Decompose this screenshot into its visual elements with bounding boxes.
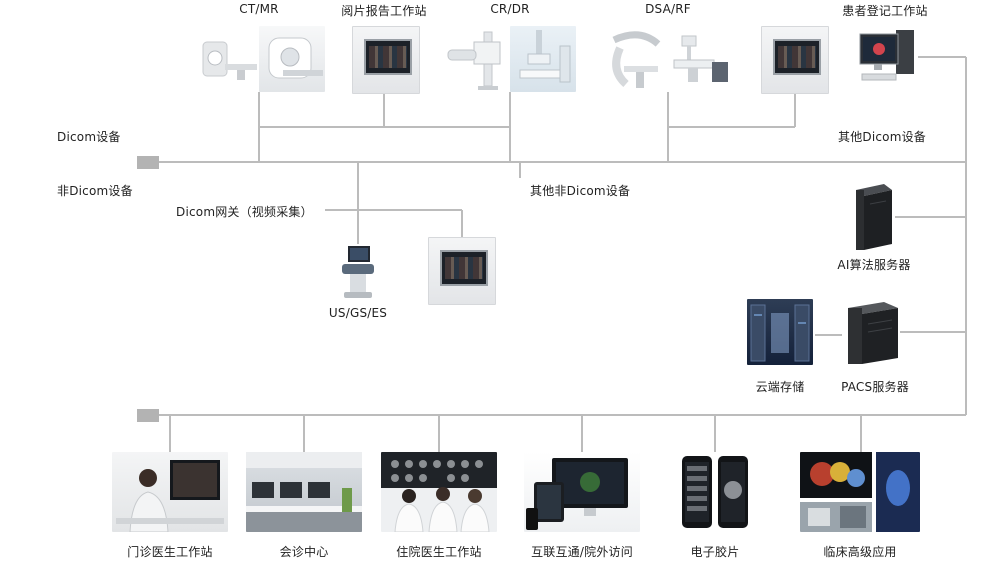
dicom-bus-stub	[137, 156, 159, 169]
client-label-2: 会诊中心	[279, 545, 329, 559]
mr-scanner-icon	[259, 26, 325, 92]
other-dicom-label: 其他Dicom设备	[838, 130, 927, 144]
ct-mr-label: CT/MR	[239, 2, 279, 16]
other-non-dicom-label: 其他非Dicom设备	[530, 184, 631, 198]
cloud-storage-label: 云端存储	[755, 380, 805, 394]
ultrasound-label: US/GS/ES	[328, 306, 388, 320]
dr-room-icon	[510, 26, 576, 92]
ai-server-icon	[850, 182, 896, 252]
dr-stand-icon	[444, 26, 510, 92]
dsa-workstation-icon	[761, 26, 829, 94]
client-label-5: 电子胶片	[690, 545, 740, 559]
multi-device-photo	[524, 452, 640, 532]
dsa-c-arm-icon	[600, 26, 668, 92]
doctor-workstation-photo	[112, 452, 228, 532]
gateway-workstation-icon	[428, 237, 496, 305]
ct-scanner-icon	[197, 26, 259, 86]
ultrasound-machine-icon	[334, 244, 382, 302]
reading-workstation-label: 阅片报告工作站	[341, 4, 427, 18]
client-label-1: 门诊医生工作站	[127, 545, 213, 559]
dsa-rf-label: DSA/RF	[645, 2, 691, 16]
client-label-3: 住院医生工作站	[396, 545, 482, 559]
non-dicom-bus-label: 非Dicom设备	[57, 184, 133, 198]
pacs-server-label: PACS服务器	[841, 380, 909, 394]
gateway-label: Dicom网关（视频采集）	[176, 205, 313, 219]
pacs-server-icon	[842, 298, 902, 366]
reading-workstation-icon	[352, 26, 420, 94]
client-label-6: 临床高级应用	[823, 545, 897, 559]
ai-server-label: AI算法服务器	[837, 258, 911, 272]
client-label-4: 互联互通/院外访问	[531, 545, 633, 559]
registration-workstation-label: 患者登记工作站	[842, 4, 928, 18]
rf-table-icon	[668, 26, 734, 92]
consultation-room-photo	[246, 452, 362, 532]
client-bus-stub	[137, 409, 159, 422]
dicom-bus-label: Dicom设备	[57, 130, 121, 144]
mobile-film-photo	[668, 452, 762, 532]
cr-dr-label: CR/DR	[490, 2, 530, 16]
cloud-storage-icon	[747, 299, 813, 365]
3d-application-photo	[800, 452, 920, 532]
registration-pc-icon	[856, 24, 918, 90]
ward-doctors-photo	[381, 452, 497, 532]
